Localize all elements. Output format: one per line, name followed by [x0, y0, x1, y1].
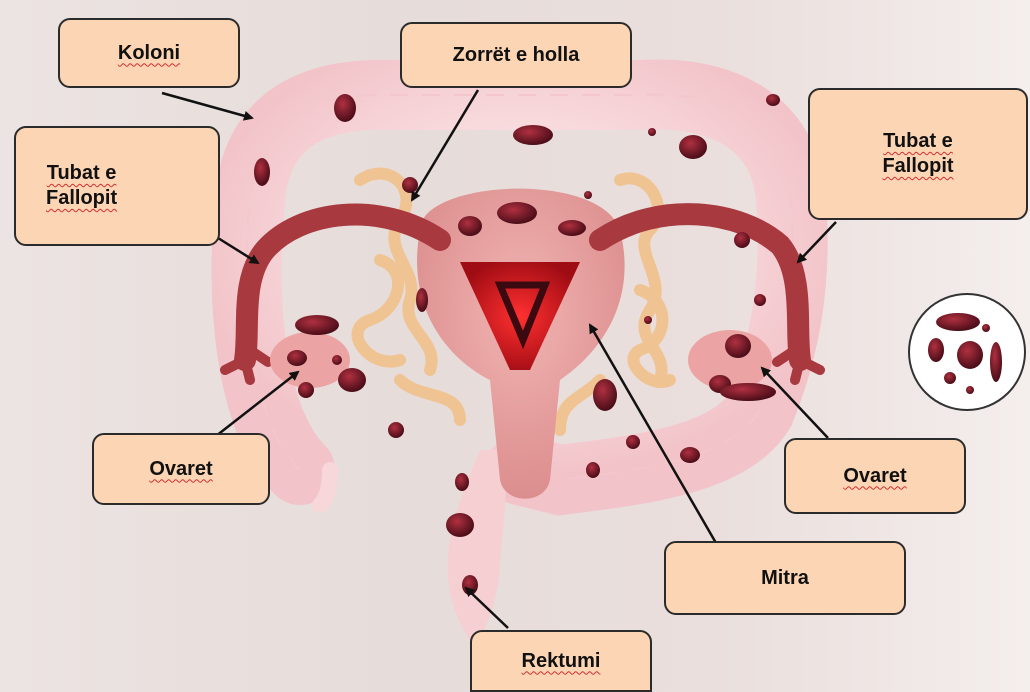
label-tubat-left: Tubat e Fallopit — [14, 126, 220, 246]
label-tubat-left-line1: Tubat e — [47, 162, 117, 184]
label-zorret-e-holla: Zorrët e holla — [400, 22, 632, 88]
label-ovaret-left: Ovaret — [92, 433, 270, 505]
label-rektumi: Rektumi — [470, 630, 652, 692]
label-tubat-right-line2: Fallopit — [882, 155, 953, 177]
label-ovaret-left-text: Ovaret — [149, 457, 212, 482]
label-mitra: Mitra — [664, 541, 906, 615]
label-mitra-text: Mitra — [761, 566, 809, 591]
label-tubat-left-line2: Fallopit — [46, 187, 117, 209]
label-ovaret-right: Ovaret — [784, 438, 966, 514]
label-koloni-text: Koloni — [118, 41, 180, 66]
lesion-inset-circle — [909, 294, 1025, 410]
label-rektumi-text: Rektumi — [522, 649, 601, 674]
label-koloni: Koloni — [58, 18, 240, 88]
label-tubat-right-line1: Tubat e — [883, 130, 953, 152]
arrow-koloni — [162, 93, 252, 118]
label-zorret-text: Zorrët e holla — [453, 43, 580, 68]
label-tubat-right: Tubat e Fallopit — [808, 88, 1028, 220]
label-ovaret-right-text: Ovaret — [843, 464, 906, 489]
